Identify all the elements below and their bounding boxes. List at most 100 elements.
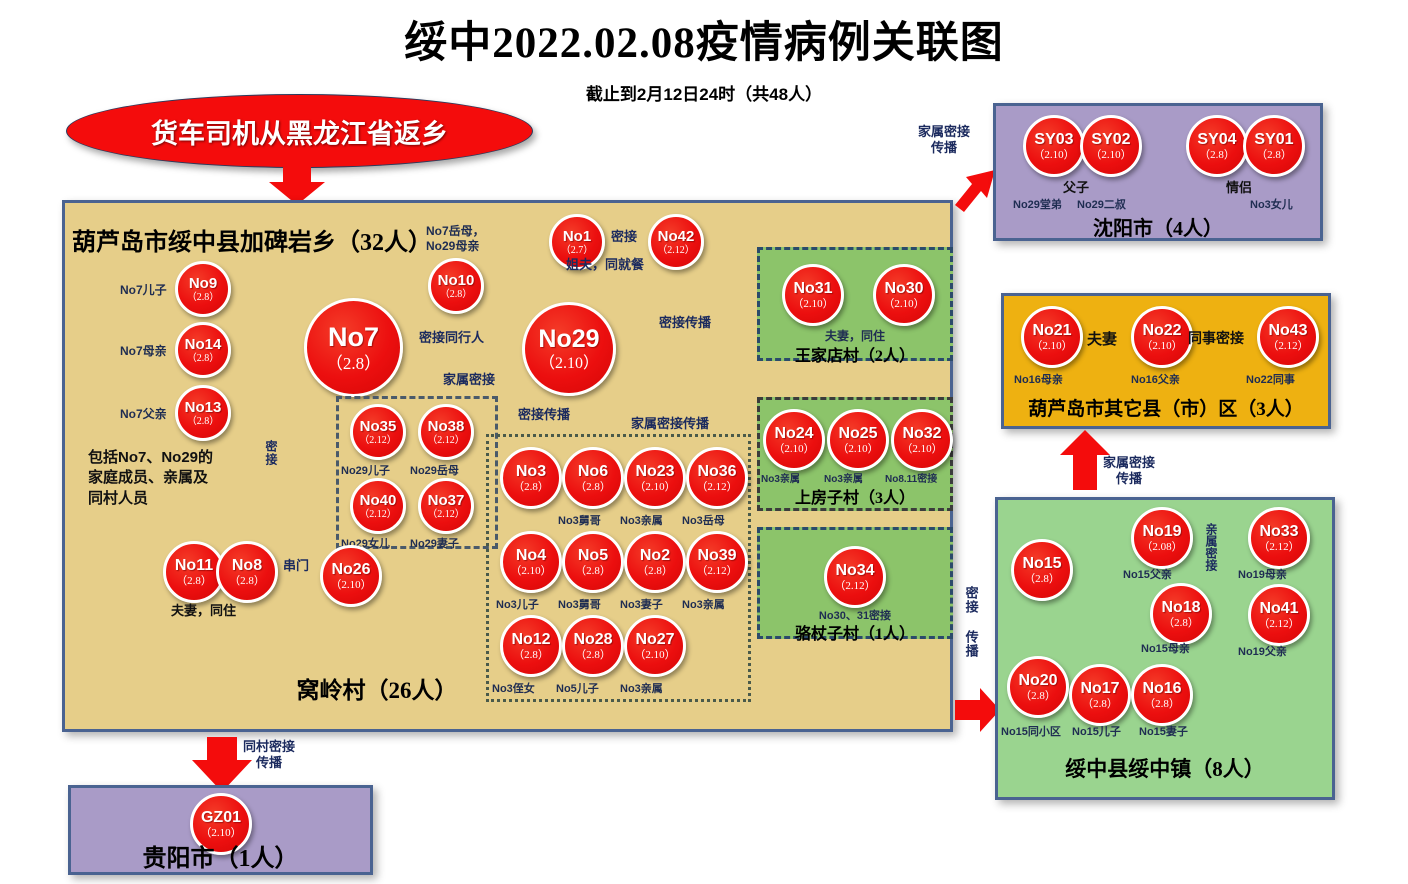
node-sy01[interactable]: SY01 （2.8） bbox=[1243, 115, 1305, 177]
node-no10[interactable]: No10 （2.8） bbox=[428, 258, 484, 314]
node-no34-date: （2.12） bbox=[834, 579, 876, 592]
node-no15[interactable]: No15 （2.8） bbox=[1011, 539, 1073, 601]
node-no17[interactable]: No17 （2.8） bbox=[1069, 664, 1131, 726]
node-sy03-name: SY03 bbox=[1034, 130, 1074, 148]
node-sy04[interactable]: SY04 （2.8） bbox=[1186, 115, 1248, 177]
node-no21-name: No21 bbox=[1032, 321, 1072, 339]
node-no4-date: （2.10） bbox=[510, 564, 552, 577]
node-no37[interactable]: No37 （2.12） bbox=[418, 478, 474, 534]
relation-no1-no42: 密接 bbox=[611, 229, 638, 244]
caption-no21: No16母亲 bbox=[1014, 374, 1063, 386]
node-sy02[interactable]: SY02 （2.10） bbox=[1080, 115, 1142, 177]
caption-sy01: No3女儿 bbox=[1250, 199, 1293, 211]
node-no18[interactable]: No18 （2.8） bbox=[1150, 583, 1212, 645]
node-no5[interactable]: No5 （2.8） bbox=[562, 531, 624, 593]
relation-no29-no3-cluster: 密接传播 bbox=[518, 407, 571, 422]
node-no28[interactable]: No28 （2.8） bbox=[562, 615, 624, 677]
node-no41[interactable]: No41 （2.12） bbox=[1248, 584, 1310, 646]
group-no29-family bbox=[336, 396, 498, 549]
node-no8[interactable]: No8 （2.8） bbox=[216, 541, 278, 603]
node-no20[interactable]: No20 （2.8） bbox=[1007, 656, 1069, 718]
node-no27[interactable]: No27 （2.10） bbox=[624, 615, 686, 677]
node-no14[interactable]: No14 （2.8） bbox=[175, 322, 231, 378]
node-no1[interactable]: No1 （2.7） bbox=[549, 214, 605, 270]
node-no32[interactable]: No32 （2.10） bbox=[891, 409, 953, 471]
node-no17-date: （2.8） bbox=[1082, 697, 1118, 710]
node-no20-name: No20 bbox=[1018, 671, 1058, 689]
node-no35[interactable]: No35 （2.12） bbox=[350, 404, 406, 460]
node-no11-date: （2.8） bbox=[176, 574, 212, 587]
caption-no6: No3舅哥 bbox=[558, 515, 601, 527]
node-no26[interactable]: No26 （2.10） bbox=[320, 545, 382, 607]
node-no24-name: No24 bbox=[774, 424, 814, 442]
node-no23-name: No23 bbox=[635, 462, 675, 480]
caption-no23: No3亲属 bbox=[620, 515, 663, 527]
node-no38[interactable]: No38 （2.12） bbox=[418, 404, 474, 460]
node-no42[interactable]: No42 （2.12） bbox=[648, 214, 704, 270]
node-sy03[interactable]: SY03 （2.10） bbox=[1023, 115, 1085, 177]
node-no24[interactable]: No24 （2.10） bbox=[763, 409, 825, 471]
caption-no13: No7父亲 bbox=[120, 407, 167, 421]
node-gz01-date: （2.10） bbox=[200, 826, 242, 839]
village-wangjiadian-title: 王家店村（2人） bbox=[794, 348, 915, 365]
relation-no8-no26: 串门 bbox=[283, 558, 310, 573]
node-no33[interactable]: No33 （2.12） bbox=[1248, 507, 1310, 569]
node-no41-name: No41 bbox=[1259, 599, 1299, 617]
caption-no19: No15父亲 bbox=[1123, 569, 1172, 581]
node-no27-date: （2.10） bbox=[634, 648, 676, 661]
caption-no24: No3亲属 bbox=[761, 474, 800, 485]
node-no21-date: （2.10） bbox=[1031, 339, 1073, 352]
node-no6[interactable]: No6 （2.8） bbox=[562, 447, 624, 509]
node-no29[interactable]: No29 （2.10） bbox=[522, 302, 616, 396]
node-no9[interactable]: No9 （2.8） bbox=[175, 261, 231, 317]
node-no25[interactable]: No25 （2.10） bbox=[827, 409, 889, 471]
node-no34-name: No34 bbox=[835, 561, 875, 579]
node-no2-name: No2 bbox=[639, 546, 671, 564]
caption-sy02: No29二叔 bbox=[1077, 199, 1126, 211]
caption-wangjiadian-relation: 夫妻，同住 bbox=[824, 329, 885, 343]
node-no13[interactable]: No13 （2.8） bbox=[175, 385, 231, 441]
node-no3-name: No3 bbox=[515, 462, 547, 480]
caption-no18: No15母亲 bbox=[1141, 643, 1190, 655]
caption-no41: No19父亲 bbox=[1238, 646, 1287, 658]
node-no6-date: （2.8） bbox=[575, 480, 611, 493]
node-no43[interactable]: No43 （2.12） bbox=[1257, 306, 1319, 368]
caption-no12: No3侄女 bbox=[492, 683, 535, 695]
relation-to-guiyang: 同村密接 传播 bbox=[243, 739, 296, 771]
caption-no32: No8.11密接 bbox=[885, 474, 938, 485]
node-no30-name: No30 bbox=[884, 279, 924, 297]
node-no11[interactable]: No11 （2.8） bbox=[163, 541, 225, 603]
node-no35-date: （2.12） bbox=[359, 434, 397, 446]
node-no23[interactable]: No23 （2.10） bbox=[624, 447, 686, 509]
node-no2[interactable]: No2 （2.8） bbox=[624, 531, 686, 593]
page-subtitle: 截止到2月12日24时（共48人） bbox=[585, 85, 823, 104]
node-no12[interactable]: No12 （2.8） bbox=[500, 615, 562, 677]
node-no36[interactable]: No36 （2.12） bbox=[686, 447, 748, 509]
node-no1-name: No1 bbox=[562, 227, 592, 245]
node-no22[interactable]: No22 （2.10） bbox=[1131, 306, 1193, 368]
node-no34[interactable]: No34 （2.12） bbox=[824, 546, 886, 608]
node-no39[interactable]: No39 （2.12） bbox=[686, 531, 748, 593]
node-no3[interactable]: No3 （2.8） bbox=[500, 447, 562, 509]
node-no27-name: No27 bbox=[635, 630, 675, 648]
node-no30[interactable]: No30 （2.10） bbox=[873, 264, 935, 326]
node-no4[interactable]: No4 （2.10） bbox=[500, 531, 562, 593]
node-no43-name: No43 bbox=[1268, 321, 1308, 339]
node-no20-date: （2.8） bbox=[1020, 689, 1056, 702]
node-no19-name: No19 bbox=[1142, 522, 1182, 540]
caption-no11-no8: 夫妻，同住 bbox=[171, 603, 237, 618]
node-no39-date: （2.12） bbox=[696, 564, 738, 577]
node-no19[interactable]: No19 （2.08） bbox=[1131, 507, 1193, 569]
node-no17-name: No17 bbox=[1080, 679, 1120, 697]
node-gz01[interactable]: GZ01 （2.10） bbox=[190, 793, 252, 855]
node-no40[interactable]: No40 （2.12） bbox=[350, 478, 406, 534]
node-no16[interactable]: No16 （2.8） bbox=[1131, 664, 1193, 726]
node-no21[interactable]: No21 （2.10） bbox=[1021, 306, 1083, 368]
caption-no39: No3亲属 bbox=[682, 599, 725, 611]
node-no8-date: （2.8） bbox=[229, 574, 265, 587]
region-jiabeiyan-title: 葫芦岛市绥中县加碑岩乡（32人） bbox=[72, 230, 432, 256]
node-no31[interactable]: No31 （2.10） bbox=[782, 264, 844, 326]
relation-no22-no43: 同事密接 bbox=[1188, 330, 1244, 346]
node-no19-date: （2.08） bbox=[1141, 540, 1183, 553]
node-no7[interactable]: No7 （2.8） bbox=[304, 298, 403, 397]
